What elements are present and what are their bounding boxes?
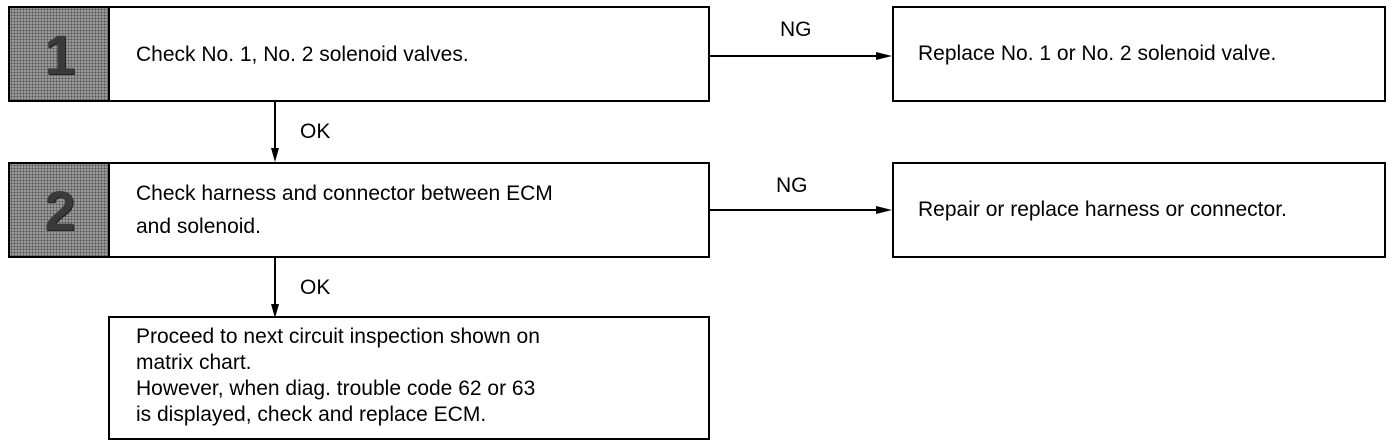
ng-arrow-1-head xyxy=(876,52,892,60)
final-line-4: is displayed, check and replace ECM. xyxy=(136,403,487,426)
ng-arrow-2-line xyxy=(710,209,878,211)
final-instruction-box: Proceed to next circuit inspection shown… xyxy=(108,316,710,440)
ok-arrow-1-line xyxy=(274,102,276,150)
step-2-number: 2 xyxy=(44,178,75,242)
step-1-text: Check No. 1, No. 2 solenoid valves. xyxy=(136,42,469,66)
step-2-text-line-2: and solenoid. xyxy=(136,215,261,238)
final-instruction-text: Proceed to next circuit inspection shown… xyxy=(110,318,708,428)
result-2-box: Repair or replace harness or connector. xyxy=(892,162,1386,258)
ok-arrow-2-line xyxy=(274,258,276,308)
ng-arrow-1-line xyxy=(710,55,878,57)
ng-arrow-2-head xyxy=(876,206,892,214)
final-line-3: However, when diag. trouble code 62 or 6… xyxy=(136,377,536,400)
step-2-text: Check harness and connector between ECM … xyxy=(110,164,708,256)
step-2-box: 2 Check harness and connector between EC… xyxy=(8,162,710,258)
step-1-box: 1 Check No. 1, No. 2 solenoid valves. xyxy=(8,6,710,102)
ok-arrow-2-head xyxy=(271,304,279,318)
ok-arrow-1-head xyxy=(271,148,279,162)
step-1-number: 1 xyxy=(44,22,75,86)
result-2-text: Repair or replace harness or connector. xyxy=(918,198,1287,221)
step-1-number-badge: 1 xyxy=(10,8,110,100)
ok-label-2: OK xyxy=(300,276,331,299)
ok-label-1: OK xyxy=(300,120,331,143)
result-1-box: Replace No. 1 or No. 2 solenoid valve. xyxy=(892,6,1386,102)
ng-label-2: NG xyxy=(776,174,808,197)
result-1-text: Replace No. 1 or No. 2 solenoid valve. xyxy=(918,42,1277,65)
step-2-number-badge: 2 xyxy=(10,164,110,256)
final-line-2: matrix chart. xyxy=(136,351,252,374)
final-line-1: Proceed to next circuit inspection shown… xyxy=(136,325,540,348)
step-2-text-line-1: Check harness and connector between ECM xyxy=(136,182,553,205)
ng-label-1: NG xyxy=(780,18,812,41)
